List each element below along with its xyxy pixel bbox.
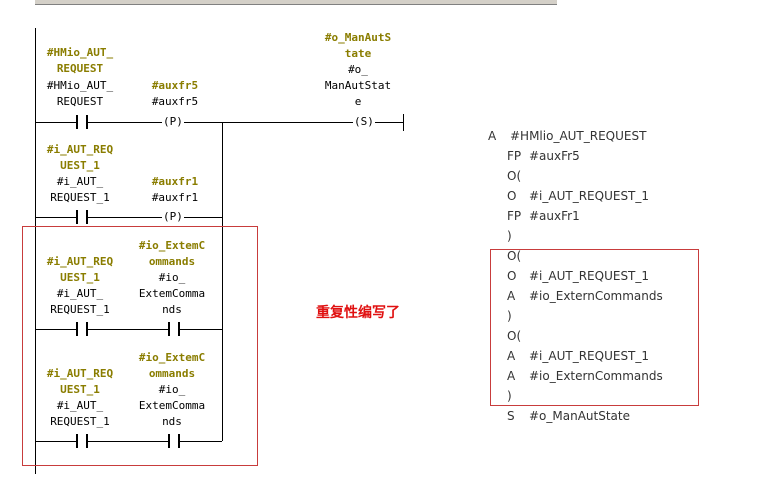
stl-arg: #o_ManAutState (529, 409, 630, 423)
stl-op: A (507, 349, 516, 363)
branch3-contact2-address: #io_ ExtemComma nds (138, 271, 206, 316)
branch3-contact2-symbol: #io_ExtemC ommands (138, 239, 206, 268)
stl-op: A (488, 129, 497, 143)
scoil-address: #o_ ManAutStat e (324, 63, 392, 108)
toolbar-strip (35, 0, 557, 5)
stl-arg: #HMlio_AUT_REQUEST (510, 129, 647, 143)
stl-arg: #i_AUT_REQUEST_1 (529, 269, 650, 283)
power-rail (35, 28, 36, 474)
pcoil1-symbol: #auxfr5 (151, 79, 199, 92)
rung-line-4 (35, 441, 222, 442)
stl-arg: #io_ExternCommands (529, 289, 663, 303)
branch4-contact1-symbol: #i_AUT_REQ UEST_1 (46, 367, 114, 396)
branch4-contact2-symbol: #io_ExtemC ommands (138, 351, 206, 380)
contact-i-aut-request-1-a[interactable] (76, 210, 88, 224)
stl-op: O( (507, 169, 522, 183)
branch4-contact1-address: #i_AUT_ REQUEST_1 (50, 399, 110, 428)
branch2-pcoil-symbol: #auxfr1 (151, 175, 199, 188)
rung-line-2 (35, 217, 222, 218)
stl-op: ) (507, 389, 512, 403)
stl-arg: #i_AUT_REQUEST_1 (529, 189, 650, 203)
stl-op: S (507, 409, 515, 423)
stl-arg: #i_AUT_REQUEST_1 (529, 349, 650, 363)
contact-io-externcommands-a[interactable] (168, 322, 180, 336)
stl-op: O( (507, 329, 522, 343)
highlight-box-ladder (22, 226, 258, 466)
contact1-symbol: #HMio_AUT_ REQUEST (46, 46, 114, 75)
stl-op: O( (507, 249, 522, 263)
stl-op: ) (507, 309, 512, 323)
scoil-symbol: #o_ManAutS tate (324, 31, 392, 60)
stl-op: A (507, 289, 516, 303)
branch2-pcoil-address: #auxfr1 (151, 191, 199, 204)
stl-arg: #auxFr5 (529, 149, 580, 163)
branch3-contact1-address: #i_AUT_ REQUEST_1 (50, 287, 110, 316)
or-junction-line (222, 122, 223, 441)
coil-end-bar (403, 114, 404, 131)
rung-line-3 (35, 329, 222, 330)
duplicate-note: 重复性编写了 (316, 305, 400, 321)
stl-op: FP (507, 209, 522, 223)
contact-i-aut-request-1-c[interactable] (76, 434, 88, 448)
pcoil1-address: #auxfr5 (151, 95, 199, 108)
stl-op: FP (507, 149, 522, 163)
branch4-contact2-address: #io_ ExtemComma nds (138, 383, 206, 428)
pcoil-auxfr1[interactable]: (P) (162, 210, 184, 224)
pcoil-auxfr5[interactable]: (P) (162, 115, 184, 129)
branch2-contact-symbol: #i_AUT_REQ UEST_1 (46, 143, 114, 172)
stl-op: O (507, 269, 517, 283)
stl-op: A (507, 369, 516, 383)
branch3-contact1-symbol: #i_AUT_REQ UEST_1 (46, 255, 114, 284)
contact1-address: #HMio_AUT_ REQUEST (46, 79, 114, 108)
stl-op: O (507, 189, 517, 203)
rung-line-1 (35, 122, 403, 123)
stl-arg: #auxFr1 (529, 209, 580, 223)
stl-arg: #io_ExternCommands (529, 369, 663, 383)
highlight-box-stl (490, 249, 699, 406)
contact-i-aut-request-1-b[interactable] (76, 322, 88, 336)
scoil-o-manautstate[interactable]: (S) (353, 115, 375, 129)
contact-hmio-aut-request[interactable] (76, 115, 88, 129)
stl-op: ) (507, 229, 512, 243)
contact-io-externcommands-b[interactable] (168, 434, 180, 448)
branch2-contact-address: #i_AUT_ REQUEST_1 (50, 175, 110, 204)
